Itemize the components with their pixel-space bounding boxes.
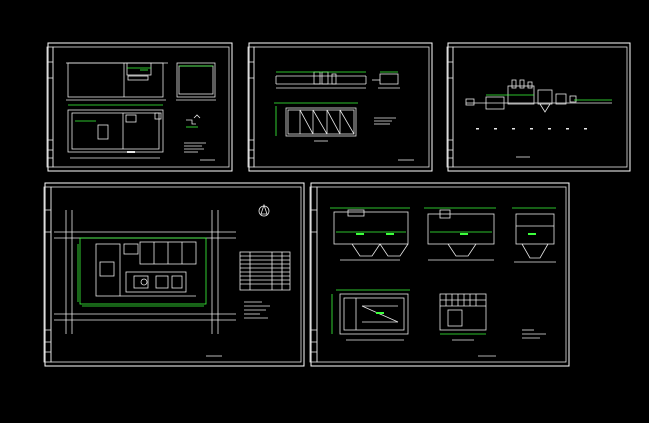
long-section-view [275, 71, 400, 89]
legend-notes [206, 301, 270, 357]
sheet-3[interactable] [446, 42, 631, 172]
title-block [309, 186, 318, 363]
plan-view-d [331, 289, 410, 341]
section-view-b [424, 207, 496, 261]
buildings [95, 241, 197, 297]
sheet-4[interactable] [43, 182, 305, 367]
sheet-1[interactable] [46, 42, 233, 172]
hydraulic-profile [465, 79, 612, 113]
title-block [247, 46, 255, 168]
equipment-table [239, 251, 291, 291]
title-block [43, 186, 52, 363]
upper-section-view [66, 62, 216, 101]
section-view-c [512, 207, 556, 263]
title-block [446, 46, 454, 168]
sheet-2[interactable] [247, 42, 433, 172]
section-view-a [330, 207, 410, 261]
profile-labels [476, 128, 587, 158]
plan-view [274, 102, 358, 142]
plan-view-e [439, 293, 487, 341]
notes [374, 117, 414, 161]
site-boundary [77, 237, 207, 307]
sheet-notes [478, 329, 546, 357]
lower-plan-view [67, 104, 164, 159]
north-arrow [258, 203, 270, 217]
detail-and-notes [184, 114, 215, 161]
title-block [46, 46, 54, 168]
sheet-5[interactable] [309, 182, 570, 367]
